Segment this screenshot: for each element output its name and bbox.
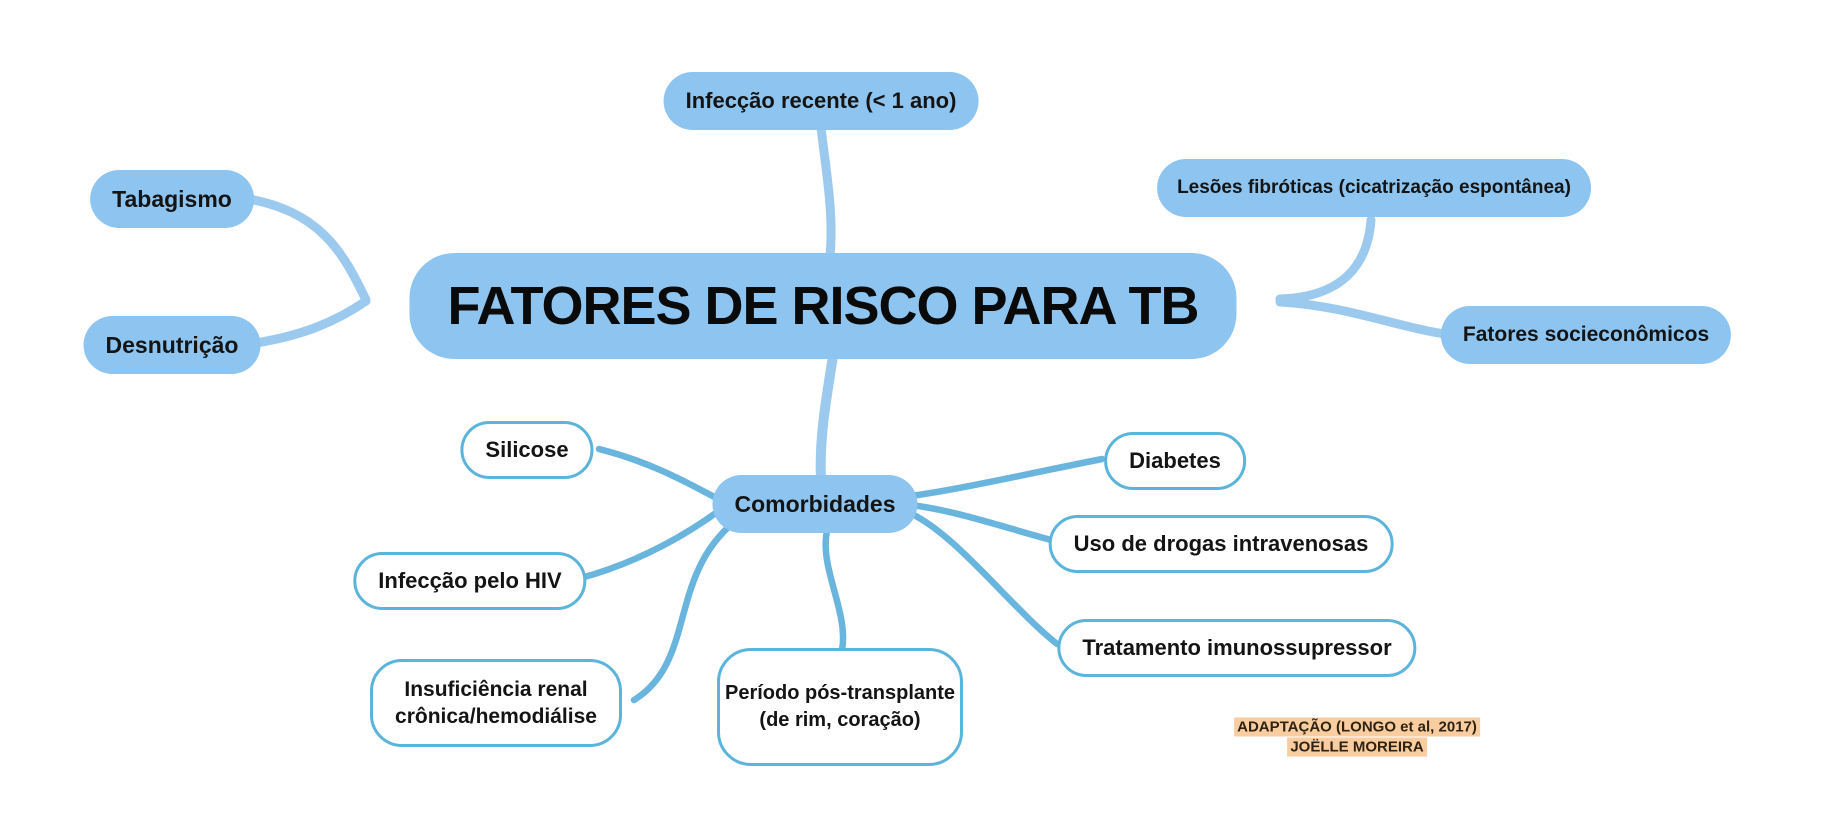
node-infeccao-hiv-label: Infecção pelo HIV <box>378 568 562 593</box>
node-imunossupressor-label: Tratamento imunossupressor <box>1082 635 1392 660</box>
node-pos-transplante-label: Período pós-transplante (de rim, coração… <box>724 682 956 731</box>
node-infeccao-hiv[interactable]: Infecção pelo HIV <box>353 552 587 610</box>
node-lesoes-fibroticas-label: Lesões fibróticas (cicatrização espontân… <box>1177 177 1571 198</box>
node-infeccao-recente-label: Infecção recente (< 1 ano) <box>685 88 957 113</box>
node-infeccao-recente[interactable]: Infecção recente (< 1 ano) <box>663 72 979 130</box>
edge-comorbidades-infeccao-hiv <box>577 503 728 582</box>
node-desnutricao[interactable]: Desnutrição <box>83 316 261 374</box>
edge-root-infeccao-recente <box>816 123 836 260</box>
node-root-label: FATORES DE RISCO PARA TB <box>447 276 1199 336</box>
edge-comorbidades-diabetes <box>899 455 1106 501</box>
node-tabagismo-label: Tabagismo <box>112 185 232 212</box>
node-silicose[interactable]: Silicose <box>460 421 594 479</box>
edge-comorbidades-pos-transplante <box>822 527 847 654</box>
attribution-line2: JOËLLE MOREIRA <box>1287 737 1427 757</box>
node-imunossupressor[interactable]: Tratamento imunossupressor <box>1057 619 1417 677</box>
node-silicose-label: Silicose <box>485 437 569 462</box>
node-insuficiencia-renal-label: Insuficiência renal crônica/hemodiálise <box>395 677 597 728</box>
node-comorbidades-label: Comorbidades <box>734 490 896 517</box>
node-tabagismo[interactable]: Tabagismo <box>90 170 254 228</box>
node-desnutricao-label: Desnutrição <box>105 331 239 358</box>
node-pos-transplante[interactable]: Período pós-transplante (de rim, coração… <box>717 648 963 766</box>
edge-root-fatores-socieconomicos <box>1275 297 1465 341</box>
edge-root-lesoes-fibroticas <box>1275 215 1376 304</box>
node-comorbidades[interactable]: Comorbidades <box>712 475 918 533</box>
node-fatores-socieconomicos-label: Fatores socieconômicos <box>1462 323 1710 346</box>
node-diabetes-label: Diabetes <box>1129 448 1221 473</box>
node-drogas-intravenosas[interactable]: Uso de drogas intravenosas <box>1048 515 1394 573</box>
attribution-line1: ADAPTAÇÃO (LONGO et al, 2017) <box>1234 717 1480 737</box>
node-insuficiencia-renal[interactable]: Insuficiência renal crônica/hemodiálise <box>370 659 622 747</box>
edge-comorbidades-silicose <box>595 445 728 506</box>
edge-comorbidades-drogas-intravenosas <box>899 500 1059 545</box>
node-fatores-socieconomicos[interactable]: Fatores socieconômicos <box>1440 306 1732 364</box>
node-diabetes[interactable]: Diabetes <box>1104 432 1246 490</box>
edge-root-desnutricao <box>244 296 371 349</box>
node-root[interactable]: FATORES DE RISCO PARA TB <box>409 253 1237 359</box>
edge-root-tabagismo <box>238 193 371 305</box>
node-lesoes-fibroticas[interactable]: Lesões fibróticas (cicatrização espontân… <box>1157 159 1591 217</box>
edge-comorbidades-imunossupressor <box>899 506 1061 648</box>
attribution: ADAPTAÇÃO (LONGO et al, 2017) JOËLLE MOR… <box>1234 717 1480 757</box>
edge-comorbidades-insuficiencia-renal <box>630 519 737 704</box>
edge-root-comorbidades <box>815 351 838 483</box>
node-drogas-intravenosas-label: Uso de drogas intravenosas <box>1073 531 1369 556</box>
